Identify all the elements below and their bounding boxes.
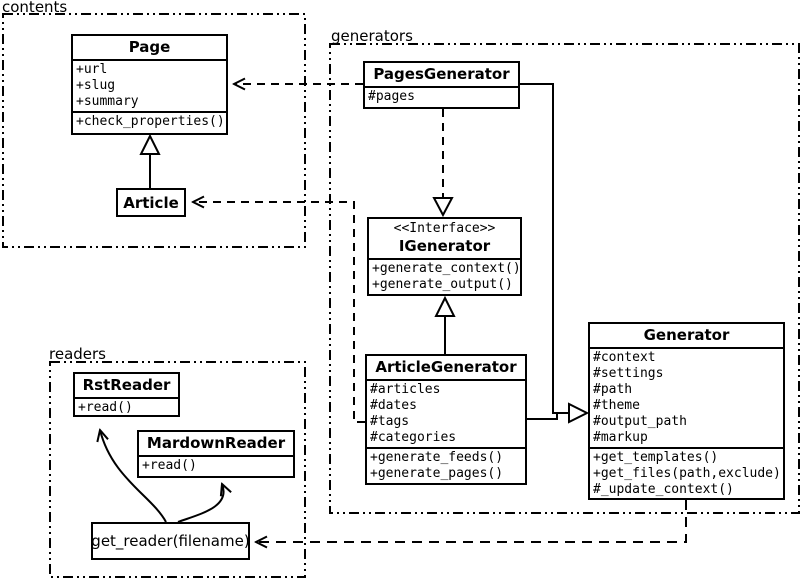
method-row: #_update_context(): [593, 482, 734, 497]
methods-section: +check_properties(): [73, 111, 226, 131]
method-row: +get_files(path,exclude): [593, 466, 781, 481]
class-title-article: Article: [123, 193, 179, 212]
method-row: +read(): [142, 458, 197, 473]
package-label-readers: readers: [49, 345, 106, 363]
hollow-triangle-icon: [568, 402, 590, 424]
dependency-generator-to-getreader: [256, 500, 687, 542]
attribute-row: #articles: [370, 382, 441, 397]
class-title-mardown-reader: MardownReader: [146, 434, 286, 452]
generalization-article-to-page: [139, 133, 161, 188]
method-row: +read(): [78, 400, 133, 415]
generalization-articlegenerator-to-igenerator: [434, 295, 456, 354]
stereotype-label: <<Interface>>: [393, 221, 496, 236]
attribute-row: #dates: [370, 398, 417, 413]
get-reader-label: get_reader(filename): [91, 532, 250, 550]
attribute-row: #settings: [593, 366, 664, 381]
class-box-page: Page +url +slug +summary +check_properti…: [71, 34, 228, 135]
class-title-page: Page: [128, 38, 171, 56]
class-title-rst-reader: RstReader: [82, 376, 171, 394]
attributes-section: +url +slug +summary: [73, 59, 226, 111]
class-box-pages-generator: PagesGenerator #pages: [363, 61, 520, 109]
attribute-row: #categories: [370, 430, 457, 445]
attribute-row: #path: [593, 382, 633, 397]
attribute-row: +slug: [76, 78, 116, 93]
attributes-section: #articles #dates #tags #categories: [367, 379, 525, 447]
methods-section: +read(): [75, 397, 178, 415]
methods-section: +read(): [139, 455, 293, 475]
hollow-triangle-icon: [432, 197, 454, 218]
methods-section: +get_templates() +get_files(path,exclude…: [590, 447, 783, 498]
class-title-igenerator: IGenerator: [398, 237, 491, 255]
attribute-row: #output_path: [593, 414, 687, 429]
method-row: +check_properties(): [76, 114, 225, 129]
package-label-contents: contents: [2, 0, 68, 16]
attribute-row: #pages: [368, 89, 415, 104]
method-row: +generate_output(): [372, 277, 513, 292]
class-box-rst-reader: RstReader +read(): [73, 372, 180, 417]
attributes-section: #context #settings #path #theme #output_…: [590, 347, 783, 447]
package-label-generators: generators: [331, 27, 413, 45]
class-box-article: Article: [116, 188, 186, 217]
attribute-row: #markup: [593, 430, 648, 445]
method-row: +generate_pages(): [370, 466, 504, 481]
class-title-generator: Generator: [643, 326, 730, 344]
hollow-triangle-icon: [139, 133, 161, 155]
attribute-row: #tags: [370, 414, 410, 429]
class-box-mardown-reader: MardownReader +read(): [137, 430, 295, 478]
hollow-triangle-icon: [434, 295, 456, 317]
methods-section: +generate_context() +generate_output(): [369, 258, 520, 294]
method-row: +generate_feeds(): [370, 450, 504, 465]
attributes-section: #pages: [365, 86, 518, 106]
dependency-articlegenerator-to-article: [193, 202, 365, 423]
generalization-articlegenerator-to-generator: [527, 402, 590, 424]
method-row: +generate_context(): [372, 261, 521, 276]
class-title-article-generator: ArticleGenerator: [375, 358, 517, 376]
class-title-pages-generator: PagesGenerator: [373, 65, 510, 83]
realization-pagesgenerator-to-igenerator: [432, 109, 454, 218]
association-getreader-to-mardownreader: [177, 484, 224, 523]
class-box-generator: Generator #context #settings #path #them…: [588, 322, 785, 500]
method-row: +get_templates(): [593, 450, 719, 465]
methods-section: +generate_feeds() +generate_pages(): [367, 447, 525, 483]
attribute-row: #context: [593, 350, 656, 365]
function-box-get-reader: get_reader(filename): [91, 522, 250, 560]
attribute-row: +summary: [76, 94, 139, 109]
class-box-article-generator: ArticleGenerator #articles #dates #tags …: [365, 354, 527, 485]
class-box-igenerator: <<Interface>> IGenerator +generate_conte…: [367, 217, 522, 296]
attribute-row: +url: [76, 62, 108, 77]
attribute-row: #theme: [593, 398, 640, 413]
